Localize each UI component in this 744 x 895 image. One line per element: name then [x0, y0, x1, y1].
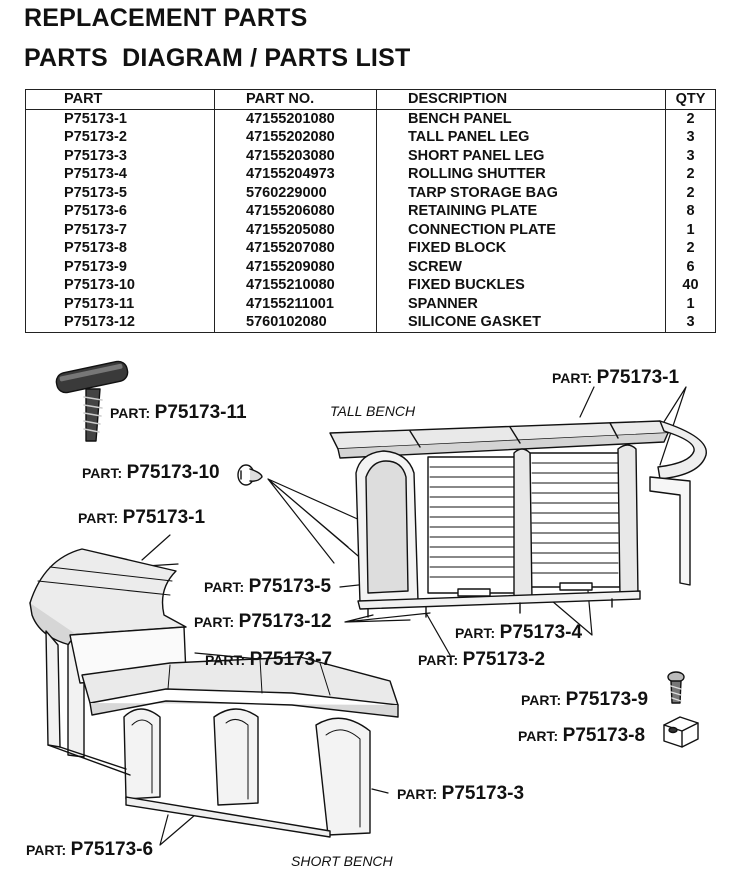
description-cell: SCREW — [376, 257, 666, 276]
description-cell: FIXED BLOCK — [376, 239, 666, 258]
page-title: REPLACEMENT PARTS — [24, 4, 308, 32]
description-cell: BENCH PANEL — [376, 109, 666, 128]
callout-p75173-4: PART: P75173-4 — [455, 622, 583, 643]
fixed-buckle-drawing — [237, 464, 263, 486]
fixed-block-drawing — [663, 716, 699, 748]
table-header-part-number-cell: PART NO. — [214, 89, 377, 110]
qty-cell: 6 — [665, 257, 716, 276]
page-subtitle: PARTS DIAGRAM / PARTS LIST — [24, 44, 411, 72]
part-cell: P75173-5 — [25, 183, 215, 202]
part-cell: P75173-11 — [25, 294, 215, 313]
description-cell: ROLLING SHUTTER — [376, 165, 666, 184]
callout-p75173-11: PART: P75173-11 — [110, 402, 247, 423]
short-bench-drawing — [29, 548, 399, 838]
part-cell: P75173-6 — [25, 202, 215, 221]
callout-p75173-5: PART: P75173-5 — [204, 576, 332, 597]
tall-bench-caption: TALL BENCH — [330, 403, 416, 419]
part-number-cell: 47155201080 — [214, 109, 377, 128]
part-cell: P75173-2 — [25, 128, 215, 147]
callout-p75173-8: PART: P75173-8 — [518, 725, 646, 746]
part-cell: P75173-10 — [25, 276, 215, 295]
description-cell: TALL PANEL LEG — [376, 128, 666, 147]
part-number-cell: 47155209080 — [214, 257, 377, 276]
part-cell: P75173-8 — [25, 239, 215, 258]
callout-p75173-9: PART: P75173-9 — [521, 689, 649, 710]
callout-p75173-1-left: PART: P75173-1 — [78, 507, 206, 528]
qty-cell: 3 — [665, 146, 716, 165]
callout-p75173-3: PART: P75173-3 — [397, 783, 525, 804]
callout-p75173-2: PART: P75173-2 — [418, 649, 546, 670]
qty-cell: 2 — [665, 165, 716, 184]
qty-cell: 2 — [665, 239, 716, 258]
table-header-description-cell: DESCRIPTION — [376, 89, 666, 110]
description-cell: CONNECTION PLATE — [376, 220, 666, 239]
part-cell: P75173-4 — [25, 165, 215, 184]
qty-cell: 3 — [665, 128, 716, 147]
description-cell: SPANNER — [376, 294, 666, 313]
part-cell: P75173-9 — [25, 257, 215, 276]
table-header-qty-cell: QTY — [665, 89, 716, 110]
description-cell: TARP STORAGE BAG — [376, 183, 666, 202]
part-cell: P75173-3 — [25, 146, 215, 165]
spanner-drawing — [55, 360, 129, 442]
description-cell: SHORT PANEL LEG — [376, 146, 666, 165]
part-number-cell: 47155210080 — [214, 276, 377, 295]
description-cell: FIXED BUCKLES — [376, 276, 666, 295]
part-number-cell: 47155206080 — [214, 202, 377, 221]
part-number-cell: 47155204973 — [214, 165, 377, 184]
callout-p75173-6: PART: P75173-6 — [26, 839, 154, 860]
part-number-cell: 5760102080 — [214, 313, 377, 333]
callout-p75173-10: PART: P75173-10 — [82, 462, 220, 483]
part-cell: P75173-7 — [25, 220, 215, 239]
callout-p75173-7: PART: P75173-7 — [205, 649, 333, 670]
part-number-cell: 47155211001 — [214, 294, 377, 313]
parts-diagram: TALL BENCH SHORT BENCH PART: P75173-1 PA… — [0, 345, 744, 890]
description-cell: SILICONE GASKET — [376, 313, 666, 333]
qty-cell: 1 — [665, 294, 716, 313]
callout-p75173-12: PART: P75173-12 — [194, 611, 332, 632]
part-number-cell: 5760229000 — [214, 183, 377, 202]
part-cell: P75173-1 — [25, 109, 215, 128]
screw-drawing — [667, 671, 685, 704]
qty-cell: 2 — [665, 109, 716, 128]
qty-cell: 2 — [665, 183, 716, 202]
qty-cell: 8 — [665, 202, 716, 221]
part-number-cell: 47155203080 — [214, 146, 377, 165]
parts-diagram-drawing — [29, 360, 707, 846]
table-header-part-cell: PART — [25, 89, 215, 110]
callout-p75173-1-top: PART: P75173-1 — [552, 367, 680, 388]
part-number-cell: 47155202080 — [214, 128, 377, 147]
qty-cell: 1 — [665, 220, 716, 239]
part-cell: P75173-12 — [25, 313, 215, 333]
qty-cell: 3 — [665, 313, 716, 333]
short-bench-caption: SHORT BENCH — [291, 853, 393, 869]
qty-cell: 40 — [665, 276, 716, 295]
description-cell: RETAINING PLATE — [376, 202, 666, 221]
part-number-cell: 47155207080 — [214, 239, 377, 258]
tall-bench-drawing — [329, 420, 707, 618]
part-number-cell: 47155205080 — [214, 220, 377, 239]
